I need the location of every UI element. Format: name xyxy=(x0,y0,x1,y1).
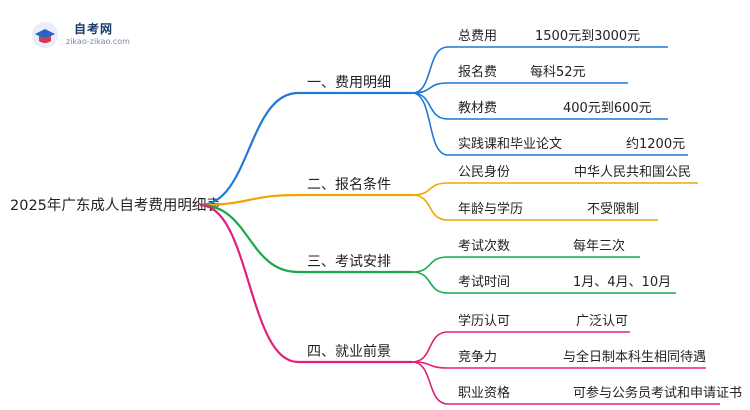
branch-link xyxy=(199,91,412,207)
branch-label: 一、费用明细 xyxy=(307,75,391,91)
leaf-label: 报名费 xyxy=(458,64,497,80)
leaf-value: 400元到600元 xyxy=(563,101,652,116)
leaf-value: 广泛认可 xyxy=(576,314,628,329)
leaf-link xyxy=(411,331,630,363)
leaf-link xyxy=(411,256,640,273)
leaf-link xyxy=(411,46,668,94)
leaf-label: 教材费 xyxy=(458,100,497,116)
leaf-label: 职业资格 xyxy=(458,385,510,401)
leaf-label: 竞争力 xyxy=(458,349,497,365)
leaf-value: 与全日制本科生相同待遇 xyxy=(563,349,706,365)
branch-link xyxy=(199,203,412,364)
leaf-link xyxy=(411,361,706,369)
leaf-link xyxy=(411,92,688,156)
leaf-link xyxy=(411,361,720,405)
leaf-label: 年龄与学历 xyxy=(458,201,523,217)
leaf-label: 考试时间 xyxy=(458,275,510,290)
leaf-value: 1500元到3000元 xyxy=(535,29,640,44)
branch-link xyxy=(199,203,412,274)
leaf-value: 每科52元 xyxy=(530,64,586,80)
site-logo: 自考网 zikao-zikao.com xyxy=(30,18,140,54)
leaf-label: 实践课和毕业论文 xyxy=(458,137,562,152)
branch-label: 三、考试安排 xyxy=(307,254,391,270)
branch-label: 四、就业前景 xyxy=(307,343,391,360)
leaf-label: 考试次数 xyxy=(458,238,510,254)
branch-label: 二、报名条件 xyxy=(307,176,391,193)
leaf-value: 不受限制 xyxy=(587,202,639,217)
leaf-value: 每年三次 xyxy=(573,238,625,254)
root-label: 2025年广东成人自考费用明细表 xyxy=(10,197,221,214)
leaf-link xyxy=(411,92,668,120)
leaf-label: 总费用 xyxy=(458,29,497,44)
leaf-value: 可参与公务员考试和申请证书 xyxy=(573,385,742,401)
leaf-value: 1月、4月、10月 xyxy=(573,275,671,290)
leaf-label: 学历认可 xyxy=(458,313,510,329)
mind-map-links xyxy=(199,46,720,405)
branch-link xyxy=(199,193,412,207)
logo-name: 自考网 xyxy=(74,22,114,36)
leaf-value: 中华人民共和国公民 xyxy=(574,165,691,180)
leaf-label: 公民身份 xyxy=(458,164,510,180)
leaf-value: 约1200元 xyxy=(626,137,685,152)
leaf-link xyxy=(411,82,628,94)
leaf-link xyxy=(411,194,658,221)
graduation-cap-icon xyxy=(32,22,58,48)
logo-url: zikao-zikao.com xyxy=(66,37,130,46)
leaf-link xyxy=(411,182,698,196)
leaf-link xyxy=(411,271,676,294)
